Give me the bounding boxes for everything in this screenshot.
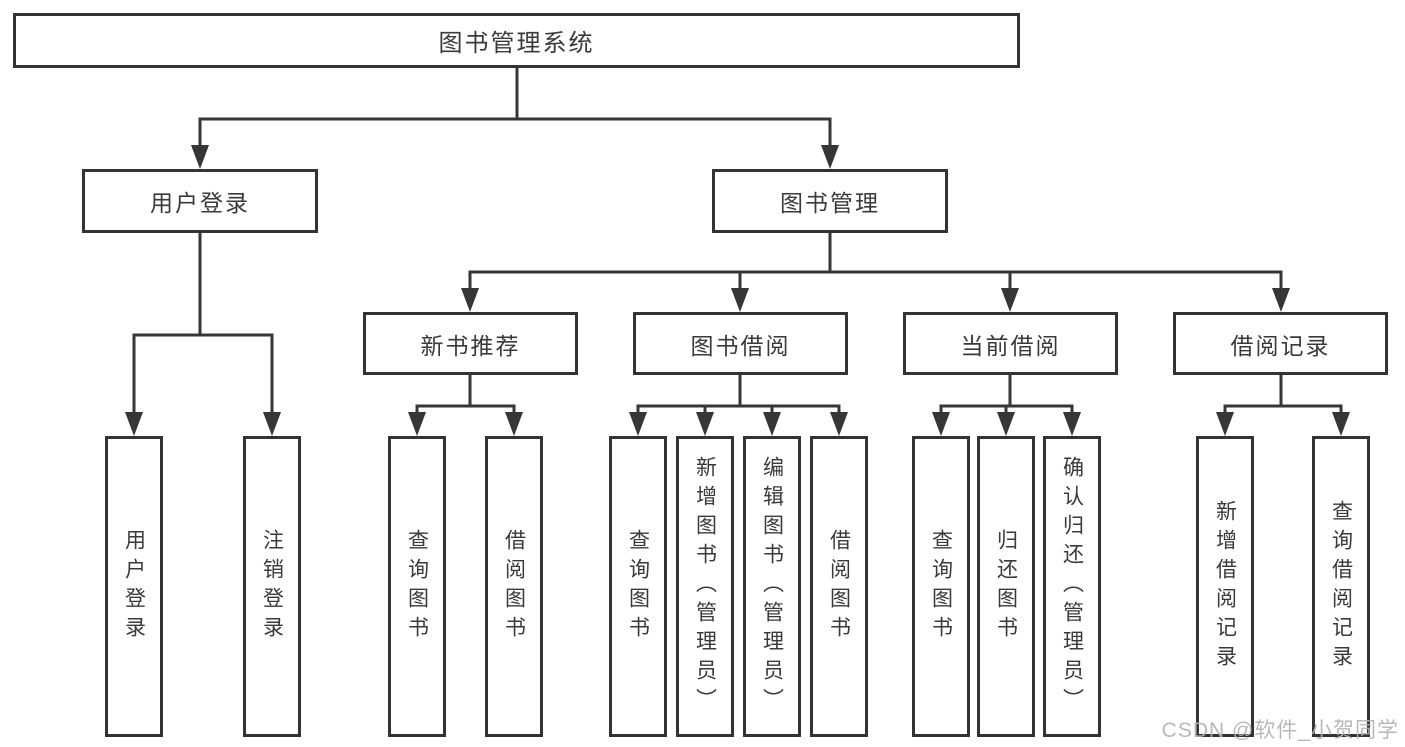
node-current-borrowing: 当前借阅 xyxy=(903,312,1118,375)
leaf-return-books-label: 归还图书 xyxy=(994,528,1018,645)
leaf-confirm-return-admin: 确认归还（管理员） xyxy=(1043,436,1101,737)
leaf-borrow-books-recommend-label: 借阅图书 xyxy=(502,528,526,645)
leaf-add-borrow-record: 新增借阅记录 xyxy=(1196,436,1254,737)
node-root-system-label: 图书管理系统 xyxy=(438,30,595,57)
leaf-query-books-current: 查询图书 xyxy=(912,436,970,737)
node-book-management: 图书管理 xyxy=(712,169,948,233)
leaf-add-books-admin-label: 新增图书（管理员） xyxy=(693,456,717,717)
leaf-return-books: 归还图书 xyxy=(977,436,1035,737)
leaf-add-books-admin: 新增图书（管理员） xyxy=(676,436,734,737)
leaf-user-login-label: 用户登录 xyxy=(122,528,146,645)
leaf-query-books-recommend: 查询图书 xyxy=(388,436,446,737)
node-new-book-recommendation-label: 新书推荐 xyxy=(420,332,521,359)
leaf-borrow-books-label: 借阅图书 xyxy=(827,528,851,645)
node-book-borrowing: 图书借阅 xyxy=(633,312,848,375)
leaf-logout-label: 注销登录 xyxy=(260,528,284,645)
node-new-book-recommendation: 新书推荐 xyxy=(363,312,578,375)
node-user-login-label: 用户登录 xyxy=(150,190,250,216)
node-borrowing-records: 借阅记录 xyxy=(1173,312,1388,375)
leaf-query-borrow-record-label: 查询借阅记录 xyxy=(1329,499,1353,674)
leaf-borrow-books: 借阅图书 xyxy=(810,436,868,737)
leaf-query-borrow-record: 查询借阅记录 xyxy=(1312,436,1370,737)
leaf-edit-books-admin-label: 编辑图书（管理员） xyxy=(760,456,784,717)
node-book-management-label: 图书管理 xyxy=(780,190,880,216)
leaf-add-borrow-record-label: 新增借阅记录 xyxy=(1213,499,1237,674)
csdn-watermark: CSDN @软件_小贺同学 xyxy=(1161,719,1399,742)
leaf-borrow-books-recommend: 借阅图书 xyxy=(485,436,543,737)
leaf-confirm-return-admin-label: 确认归还（管理员） xyxy=(1060,456,1084,717)
leaf-query-books-borrow-label: 查询图书 xyxy=(626,528,650,645)
leaf-logout: 注销登录 xyxy=(243,436,301,737)
arrowheads xyxy=(125,145,1350,436)
leaf-edit-books-admin: 编辑图书（管理员） xyxy=(743,436,801,737)
node-current-borrowing-label: 当前借阅 xyxy=(960,332,1061,359)
node-borrowing-records-label: 借阅记录 xyxy=(1230,332,1331,359)
node-book-borrowing-label: 图书借阅 xyxy=(690,332,791,359)
leaf-query-books-borrow: 查询图书 xyxy=(609,436,667,737)
node-user-login: 用户登录 xyxy=(82,169,318,233)
leaf-user-login: 用户登录 xyxy=(105,436,163,737)
leaf-query-books-recommend-label: 查询图书 xyxy=(405,528,429,645)
leaf-query-books-current-label: 查询图书 xyxy=(929,528,953,645)
node-root-system: 图书管理系统 xyxy=(13,13,1020,68)
